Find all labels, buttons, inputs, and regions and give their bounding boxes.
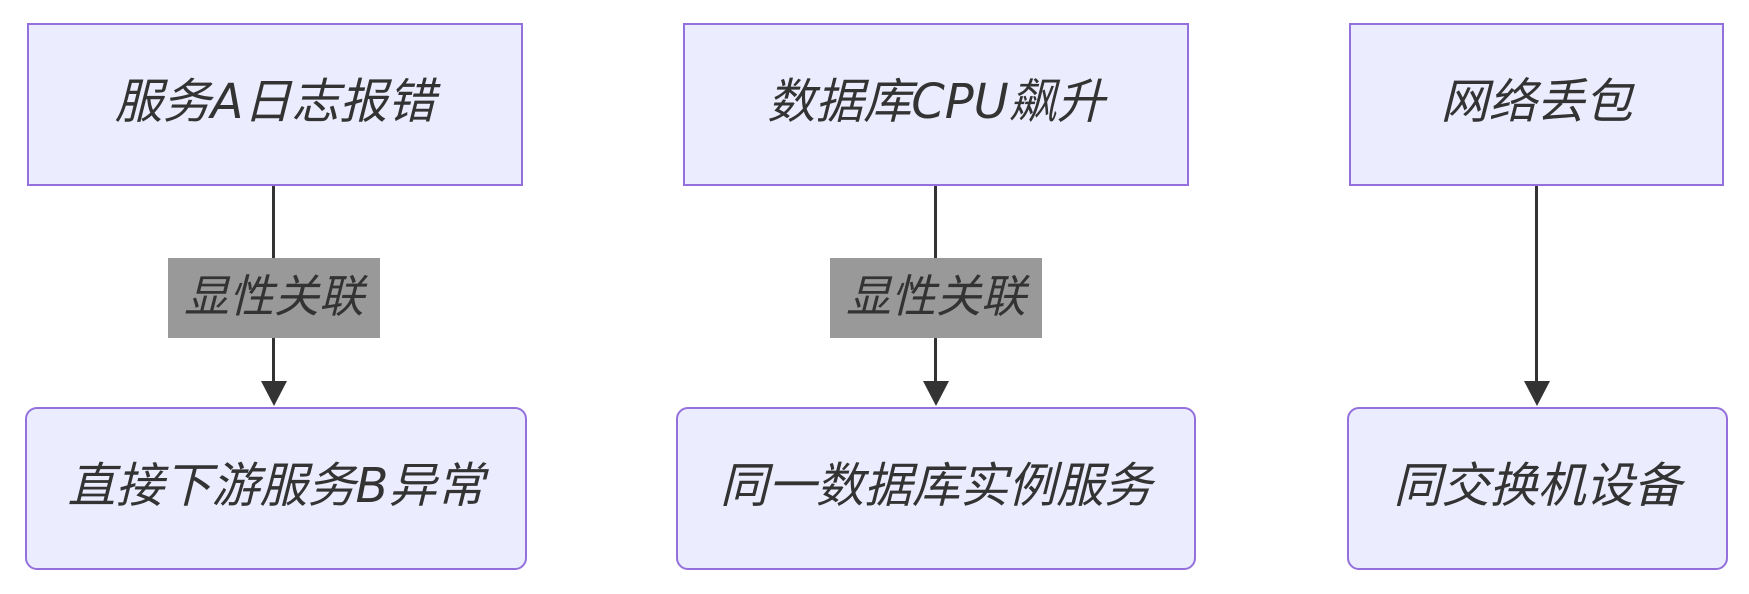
arrow-head-icon [261, 381, 287, 406]
edge-label-text: 显性关联 [845, 269, 1027, 323]
edge-label-explicit-relation: 显性关联 [167, 258, 381, 338]
node-label: 数据库CPU飙升 [767, 73, 1105, 130]
edge-label-text: 显性关联 [183, 269, 365, 323]
node-network-packet-loss: 网络丢包 [1349, 23, 1724, 186]
edge-label-explicit-relation: 显性关联 [829, 258, 1043, 338]
arrow-head-icon [923, 381, 949, 406]
node-label: 网络丢包 [1440, 73, 1633, 130]
arrow-head-icon [1524, 381, 1550, 406]
node-label: 直接下游服务B异常 [67, 457, 485, 514]
node-label: 同交换机设备 [1393, 457, 1682, 514]
node-label: 同一数据库实例服务 [719, 457, 1152, 514]
node-label: 服务A日志报错 [114, 73, 436, 130]
node-downstream-service-b-abnormal: 直接下游服务B异常 [25, 407, 527, 570]
node-service-a-log-error: 服务A日志报错 [27, 23, 523, 186]
node-same-switch-device: 同交换机设备 [1347, 407, 1728, 570]
arrow-line [1535, 186, 1538, 382]
node-same-database-instance-services: 同一数据库实例服务 [676, 407, 1196, 570]
node-database-cpu-spike: 数据库CPU飙升 [683, 23, 1189, 186]
